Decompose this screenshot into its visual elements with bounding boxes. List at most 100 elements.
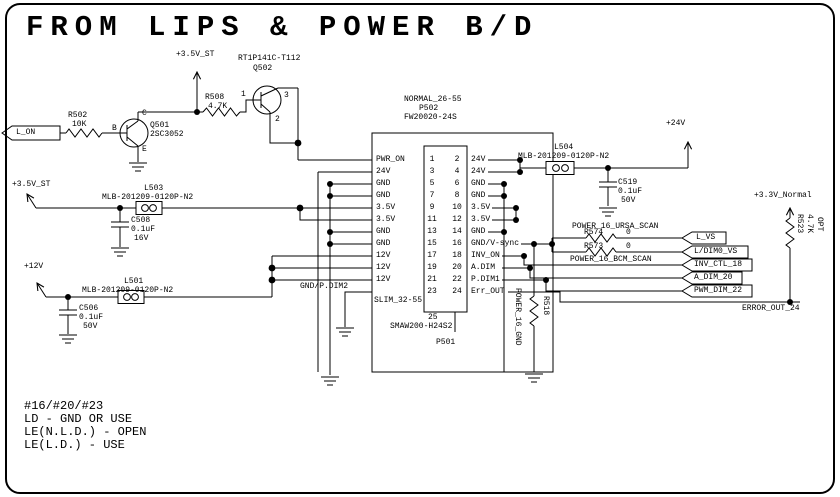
r502-ref: R502 <box>68 111 88 120</box>
pin-right-label: 24V <box>471 167 486 176</box>
connector-part: FW20020-24S <box>404 113 457 122</box>
net-flag-pwm-dim-22 <box>681 284 753 298</box>
ground-main-left <box>321 376 339 386</box>
c508-voltage: 16V <box>134 234 149 243</box>
supply-35vst-top: +3.5V_ST <box>176 50 215 59</box>
pin-number-right: 2 <box>454 155 460 164</box>
junction-dots <box>65 109 793 305</box>
q501-pin-c: C <box>142 109 147 118</box>
connector-type-top: NORMAL_26-55 <box>404 95 462 104</box>
pin-right-label: A.DIM <box>471 263 496 272</box>
ground-pdim2 <box>336 327 354 337</box>
c519-ref: C519 <box>618 178 638 187</box>
q502-ref: Q502 <box>253 64 273 73</box>
capacitor-c506 <box>59 297 77 334</box>
r508-ref: R508 <box>205 93 225 102</box>
bus-12v <box>271 255 372 297</box>
l503-ref: L503 <box>144 184 164 193</box>
pin-number-left: 15 <box>427 239 437 248</box>
net-power-16-gnd: POWER_16_GND <box>513 288 522 346</box>
c506-voltage: 50V <box>83 322 98 331</box>
net-flag-inv-ctl-18 <box>681 258 753 272</box>
ground-c519 <box>599 207 617 217</box>
pin-number-right: 10 <box>452 203 462 212</box>
r574-ref: R574 <box>584 228 604 237</box>
pin-number-left: 1 <box>429 155 435 164</box>
r523-value: 4.7K <box>805 214 814 234</box>
pin-left-label: GND <box>376 179 391 188</box>
pin-left-label: 12V <box>376 251 391 260</box>
c519-voltage: 50V <box>621 196 636 205</box>
note-line-2: LD - GND OR USE <box>24 412 133 426</box>
page-border <box>5 3 835 494</box>
note-line-1: #16/#20/#23 <box>24 399 104 413</box>
r518-ref: R518 <box>541 296 550 316</box>
net-label-l-on: L_ON <box>16 128 36 137</box>
transistor-q502 <box>252 85 282 115</box>
resistor-r502 <box>65 128 103 138</box>
pin-number-right: 16 <box>452 239 462 248</box>
inductor-l501 <box>117 290 145 304</box>
l501-part: MLB-201209-0120P-N2 <box>82 286 174 295</box>
pin-left-label: PWR_ON <box>376 155 405 164</box>
note-line-4: LE(L.D.) - USE <box>24 438 125 452</box>
c508-ref: C508 <box>131 216 151 225</box>
connector-part2: SMAW200-H24S2 <box>390 322 453 331</box>
tag-label-inv-ctl-18: INV_CTL_18 <box>694 260 743 269</box>
supply-33v-normal: +3.3V_Normal <box>754 191 812 200</box>
pin-left-label: 3.5V <box>376 203 396 212</box>
net-error-out-24: ERROR_OUT_24 <box>742 304 800 313</box>
r573-ref: R573 <box>584 242 604 251</box>
r508-value: 4.7K <box>208 102 228 111</box>
connector-ref2: P501 <box>436 338 456 347</box>
pin-number-right: 22 <box>452 275 462 284</box>
pin-number-left: 19 <box>427 263 437 272</box>
net-flag-ldim0-vs <box>681 245 749 259</box>
pin-left-label: GND <box>376 191 391 200</box>
supply-12v: +12V <box>24 262 44 271</box>
note-line-3: LE(N.L.D.) - OPEN <box>24 425 147 439</box>
pin-number-right: 4 <box>454 167 460 176</box>
pin-number-left: 13 <box>427 227 437 236</box>
pin-left-label: 12V <box>376 263 391 272</box>
c508-value: 0.1uF <box>131 225 156 234</box>
l504-part: MLB-201209-0120P-N2 <box>518 152 610 161</box>
capacitor-c519 <box>599 168 617 206</box>
pin-number-right: 24 <box>452 287 462 296</box>
net-flag-l-vs <box>681 231 727 245</box>
c506-value: 0.1uF <box>79 313 104 322</box>
pin-number-left: 7 <box>429 191 435 200</box>
net-power-16-bcm-scan: POWER_16_BCM_SCAN <box>570 255 652 264</box>
tag-label-ldim0-vs: L/DIM0_VS <box>694 247 738 256</box>
supply-24v: +24V <box>666 119 686 128</box>
pin-number-right: 8 <box>454 191 460 200</box>
ground-c506 <box>59 334 77 344</box>
q502-pin1: 1 <box>241 90 246 99</box>
q501-pin-e: E <box>142 145 147 154</box>
ground-r518 <box>525 373 543 383</box>
pin-number-left: 17 <box>427 251 437 260</box>
supply-35vst-left: +3.5V_ST <box>12 180 51 189</box>
pin-25: 25 <box>428 313 438 322</box>
resistor-r508 <box>202 107 241 117</box>
pin-number-left: 5 <box>429 179 435 188</box>
pin-number-right: 18 <box>452 251 462 260</box>
c506-ref: C506 <box>79 304 99 313</box>
pin-number-left: 9 <box>429 203 435 212</box>
pin-left-label: 3.5V <box>376 215 396 224</box>
connector-ref: P502 <box>419 104 439 113</box>
r523-ref: R523 <box>795 214 804 234</box>
transistor-q501 <box>119 112 149 162</box>
pin-number-left: 23 <box>427 287 437 296</box>
resistor-r518 <box>529 295 539 327</box>
l501-ref: L501 <box>124 277 144 286</box>
pin-right-label: GND/V-sync <box>471 239 520 248</box>
pin-left-label: GND <box>376 227 391 236</box>
pin-right-label: Err_OUT <box>471 287 505 296</box>
pin-number-right: 12 <box>452 215 462 224</box>
pin-number-left: 11 <box>427 215 437 224</box>
pin-left-label: GND <box>376 239 391 248</box>
pin-right-label: P.DIM1 <box>471 275 500 284</box>
